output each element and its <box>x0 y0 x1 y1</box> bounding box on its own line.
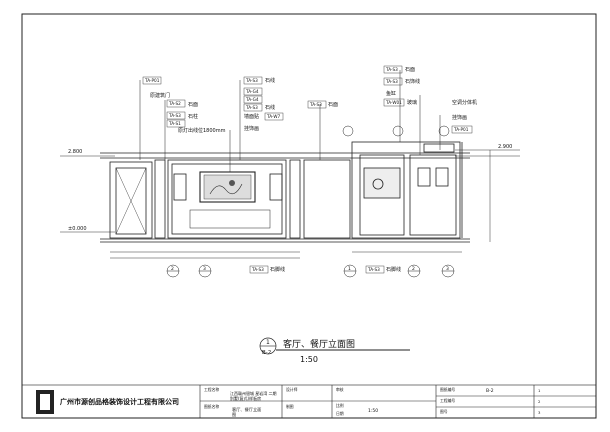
callout-label: 石脚线 <box>270 266 285 273</box>
check-label: 审核 <box>336 387 344 392</box>
callout-code: TA-S3 <box>245 78 258 83</box>
callout-code: TA-S1 <box>168 121 181 126</box>
callout-label: 玻璃 <box>407 99 417 106</box>
callout-code: TA-G4 <box>245 97 259 102</box>
callout-code: TA-G4 <box>245 89 259 94</box>
callout-label: 石线 <box>265 104 275 111</box>
callout-code: TA-W7 <box>266 114 280 119</box>
version-label: 图号 <box>440 409 448 414</box>
callout-label: 原灯出线位1800mm <box>178 127 226 134</box>
sheet-value: B-2 <box>486 389 494 394</box>
drawing-scale: 1:50 <box>300 355 318 364</box>
section-ref: 1 <box>348 266 351 272</box>
callout-code: TA-S3 <box>385 67 398 72</box>
scale-value: 1:50 <box>368 409 379 414</box>
callouts-bottom: TA-S3 石脚线 TA-S3 石脚线 <box>249 265 401 274</box>
section-ref: 2 <box>171 266 174 272</box>
sheet-label: 图纸编号 <box>440 387 456 392</box>
callout-code: TA-S3 <box>251 267 264 272</box>
callout-code: TA-S3 <box>309 102 322 107</box>
callout-label: 空调分体机 <box>452 99 477 106</box>
section-markers-top <box>342 125 450 137</box>
drawing-name-value: 客厅、餐厅立面图 <box>232 407 262 417</box>
level-left-top: 2.800 <box>68 149 82 155</box>
elevation-left <box>100 152 470 243</box>
scale-label: 比例 <box>336 403 344 408</box>
callouts-right: TA-S3 石面 TA-S3 石饰线 鱼缸 TA-W01 玻璃 空调分体机 挂饰… <box>383 65 477 134</box>
company-name: 广州市源创品格装饰设计工程有限公司 <box>60 398 179 406</box>
callout-code: TA-P01 <box>144 78 160 83</box>
project-label: 工程名称 <box>204 387 220 392</box>
callouts-left: TA-P01 原建筑门 TA-S2 石面 TA-S3 石柱 TA-S1 原灯出线… <box>142 76 226 134</box>
callout-label: 石面 <box>405 67 415 73</box>
project-value: 江西赣州银城 星岩湾 二期别墅(复式)样板房 <box>230 391 277 401</box>
callout-label: 挂饰画 <box>452 114 467 121</box>
title-block <box>21 384 597 419</box>
side-note-2: 2 <box>538 399 541 404</box>
callouts-mid: TA-S3 石线 TA-G4 TA-G4 TA-S3 石线 TA-W7 墙面贴 … <box>243 76 338 132</box>
callout-label: 石面 <box>188 102 198 108</box>
callout-code: TA-S3 <box>385 79 398 84</box>
callout-code: TA-S3 <box>245 105 258 110</box>
page-label: 工程编号 <box>440 398 456 403</box>
section-markers-bottom <box>166 264 455 278</box>
callout-label: 石柱 <box>188 113 198 120</box>
level-right-top: 2.900 <box>498 144 512 150</box>
drawing-title: 客厅、餐厅立面图 <box>283 338 355 350</box>
drawing-name-label: 图纸名称 <box>204 404 220 409</box>
callout-code: TA-S3 <box>168 113 181 118</box>
section-ref: 3 <box>203 266 206 272</box>
callout-label: 石饰线 <box>405 78 420 85</box>
callout-label: 鱼缸 <box>386 90 396 97</box>
title-ref-num: 1 <box>266 339 270 346</box>
drawing-title-marker <box>259 337 410 355</box>
callout-label: 挂饰画 <box>244 125 259 132</box>
title-ref-sheet: B-2 <box>262 350 271 356</box>
drawn-label: 制图 <box>286 404 294 409</box>
elevation-right <box>351 141 463 239</box>
callout-label: 原建筑门 <box>150 92 170 99</box>
section-ref: 2 <box>412 266 415 272</box>
date-label: 日期 <box>336 411 344 416</box>
callout-label: 石面 <box>328 102 338 108</box>
side-note-1: 1 <box>538 388 541 393</box>
callout-code: TA-P01 <box>453 127 469 132</box>
callout-label: 石脚线 <box>386 266 401 273</box>
level-left-mid: ±0.000 <box>68 226 87 232</box>
callout-code: TA-S3 <box>367 267 380 272</box>
side-note-3: 3 <box>538 410 541 415</box>
level-lines <box>60 149 520 233</box>
callout-label: 石线 <box>265 77 275 84</box>
section-ref: 3 <box>446 266 449 272</box>
callout-code: TA-W01 <box>385 100 402 105</box>
design-label: 设计师 <box>286 387 298 392</box>
callout-label: 墙面贴 <box>244 113 259 120</box>
callout-code: TA-S2 <box>168 101 181 106</box>
dimension-lines <box>110 150 491 259</box>
